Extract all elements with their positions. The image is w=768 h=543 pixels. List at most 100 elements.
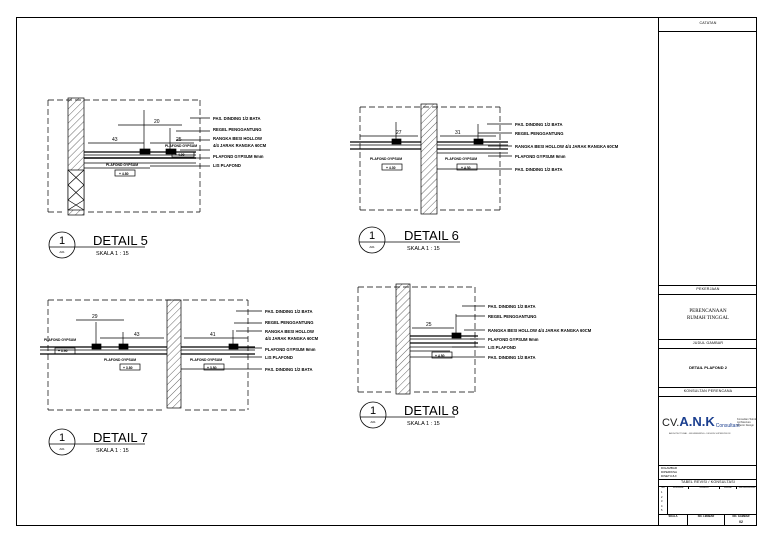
revision-col: PARAF: [720, 486, 737, 489]
d7-inner-label: PLAFOND GYPSUM: [44, 338, 76, 342]
detail-7-title: 1 A01 DETAIL 7 SKALA 1 : 15: [48, 428, 148, 456]
footer-drawing: NO. GAMBAR 02: [725, 515, 757, 526]
d6-label: PLAFOND GYPSUM 9mm: [515, 154, 566, 159]
d7-dim: 41: [210, 332, 216, 338]
firm-side-line: Architecture: [737, 421, 751, 425]
title-header: JUDUL GAMBAR: [692, 341, 724, 345]
d8-label: REGEL PENGGANTUNG: [488, 314, 537, 319]
firm-prefix: CV.: [662, 417, 680, 429]
firm-tagline: ARCHITECTURAL - ENGINEERING - DESIGN SUP…: [669, 433, 731, 435]
d5-level: + 4.00: [175, 153, 185, 157]
footer-drawing-label: NO. GAMBAR: [732, 515, 750, 518]
d5-label: PLAFOND GYPSUM 9mm: [213, 154, 264, 159]
detail-6-title: 1 A01 DETAIL 6 SKALA 1 : 15: [358, 226, 460, 254]
project-header: PEKERJAAN: [696, 287, 720, 291]
d6-inner-label: PLAFOND GYPSUM: [445, 157, 477, 161]
firm-side-line: Konsultan Teknik: [737, 418, 757, 421]
detail-7-ref: A01: [59, 447, 65, 451]
d5-level: + 4.80: [119, 172, 129, 176]
d8-label: RANGKA BESI HOLLOW 4/4 JARAK RANGKA 60CM: [488, 328, 592, 333]
d7-inner-label: PLAFOND GYPSUM: [104, 358, 136, 362]
detail-6-scale: SKALA 1 : 15: [407, 246, 440, 252]
d5-label: LIS PLAFOND: [213, 163, 241, 168]
detail-5-heading: DETAIL 5: [93, 233, 148, 248]
title-block: CATATAN PEKERJAAN PERENCANAAN RUMAH TING…: [658, 17, 757, 526]
revision-columns: NO TANGGAL URAIAN PARAF KETERANGAN: [659, 486, 757, 489]
detail-7-number: 1: [59, 432, 65, 444]
d8-label: PLAFOND GYPSUM 9mm: [488, 337, 539, 342]
revision-rows: 1 2 3 4 5: [661, 491, 662, 514]
revision-row: 5: [661, 509, 663, 513]
d7-label: 4/4 JARAK RANGKA 60CM: [265, 336, 319, 341]
drawing-title: DETAIL PLAFOND 2: [689, 365, 727, 370]
detail-5-scale: SKALA 1 : 15: [96, 251, 129, 257]
detail-8-heading: DETAIL 8: [404, 403, 459, 418]
revision-header: TABEL REVISI / KONSULTASI: [681, 480, 735, 484]
d6-label: REGEL PENGGANTUNG: [515, 131, 564, 136]
revision-row: 4: [661, 504, 663, 508]
d7-label: PAS. DINDING 1/2 BATA: [265, 309, 312, 314]
detail-5-ref: A01: [59, 250, 65, 254]
d6-label: PAS. DINDING 1/2 BATA: [515, 122, 562, 127]
revision-col: URAIAN: [689, 486, 720, 489]
detail-8-number: 1: [370, 405, 376, 417]
firm-side-text: Konsultan Teknik Architecture Interior D…: [737, 418, 757, 428]
approval-row: DIGAMBAR: [661, 466, 678, 470]
detail-7-heading: DETAIL 7: [93, 430, 148, 445]
revision-row: 1: [661, 491, 663, 494]
firm-logo: CV. A.N.K Consultant: [662, 414, 740, 429]
d7-inner-label: PLAFOND GYPSUM: [190, 358, 222, 362]
revision-row: 2: [661, 495, 663, 499]
d7-level: + 3.80: [207, 366, 217, 370]
d6-dim: 27: [396, 130, 402, 136]
detail-6-drawing: [350, 103, 512, 215]
firm-suffix: Consultant: [715, 423, 740, 429]
detail-8-drawing: [357, 283, 485, 395]
firm-initials: A.N.K: [679, 414, 715, 429]
consultant-header: KONSULTAN PERENCANA: [683, 389, 733, 393]
detail-5-title: 1 A01 DETAIL 5 SKALA 1 : 15: [48, 231, 148, 259]
detail-8-scale: SKALA 1 : 15: [407, 421, 440, 427]
d5-label: 4/4 JARAK RANGKA 60CM: [213, 143, 267, 148]
d6-label: RANGKA BESI HOLLOW 4/4 JARAK RANGKA 60CM: [515, 144, 619, 149]
d8-label: PAS. DINDING 1/2 BATA: [488, 355, 535, 360]
detail-6-ref: A01: [369, 245, 375, 249]
d5-label: REGEL PENGGANTUNG: [213, 127, 262, 132]
d6-level: + 4.30: [461, 166, 471, 170]
detail-7-drawing: [40, 299, 262, 411]
d8-label: LIS PLAFOND: [488, 345, 516, 350]
d8-dim: 25: [426, 322, 432, 328]
detail-6-heading: DETAIL 6: [404, 228, 459, 243]
footer-drawing-number: 02: [739, 520, 743, 524]
d7-level: + 3.80: [123, 366, 133, 370]
d6-inner-label: PLAFOND GYPSUM: [370, 157, 402, 161]
d7-level: + 3.90: [58, 349, 68, 353]
revision-col: KETERANGAN: [738, 486, 756, 489]
detail-7-scale: SKALA 1 : 15: [96, 448, 129, 454]
detail-6-number: 1: [369, 230, 375, 242]
d7-label: LIS PLAFOND: [265, 355, 293, 360]
d7-dim: 43: [134, 332, 140, 338]
detail-5-drawing: [47, 97, 210, 216]
d7-label: PLAFOND GYPSUM 9mm: [265, 347, 316, 352]
detail-8-title: 1 A01 DETAIL 8 SKALA 1 : 15: [359, 401, 459, 429]
d6-level: + 4.30: [386, 166, 396, 170]
detail-5-number: 1: [59, 235, 65, 247]
d7-dim: 29: [92, 314, 98, 320]
d6-dim: 31: [455, 130, 461, 136]
drawing-sheet: [16, 17, 757, 526]
approval-rows: DIGAMBAR DIPERIKSA DISETUJUI: [661, 466, 677, 479]
d7-label: REGEL PENGGANTUNG: [265, 320, 314, 325]
d6-label: PAS. DINDING 1/2 BATA: [515, 167, 562, 172]
d5-inner-label: PLAFOND GYPSUM: [106, 163, 138, 167]
detail-8-ref: A01: [370, 420, 376, 424]
firm-side-line: Interior Design: [737, 424, 754, 428]
project-name-line: PERENCANAAN: [689, 309, 727, 314]
project-name-line: RUMAH TINGGAL: [687, 316, 729, 321]
d8-level: + 4.80: [435, 354, 445, 358]
d7-label: RANGKA BESI HOLLOW: [265, 329, 314, 334]
approval-row: DISETUJUI: [661, 474, 677, 479]
footer-sheet: NO. LEMBAR: [688, 515, 725, 526]
footer-scale: SKALA: [659, 515, 688, 526]
